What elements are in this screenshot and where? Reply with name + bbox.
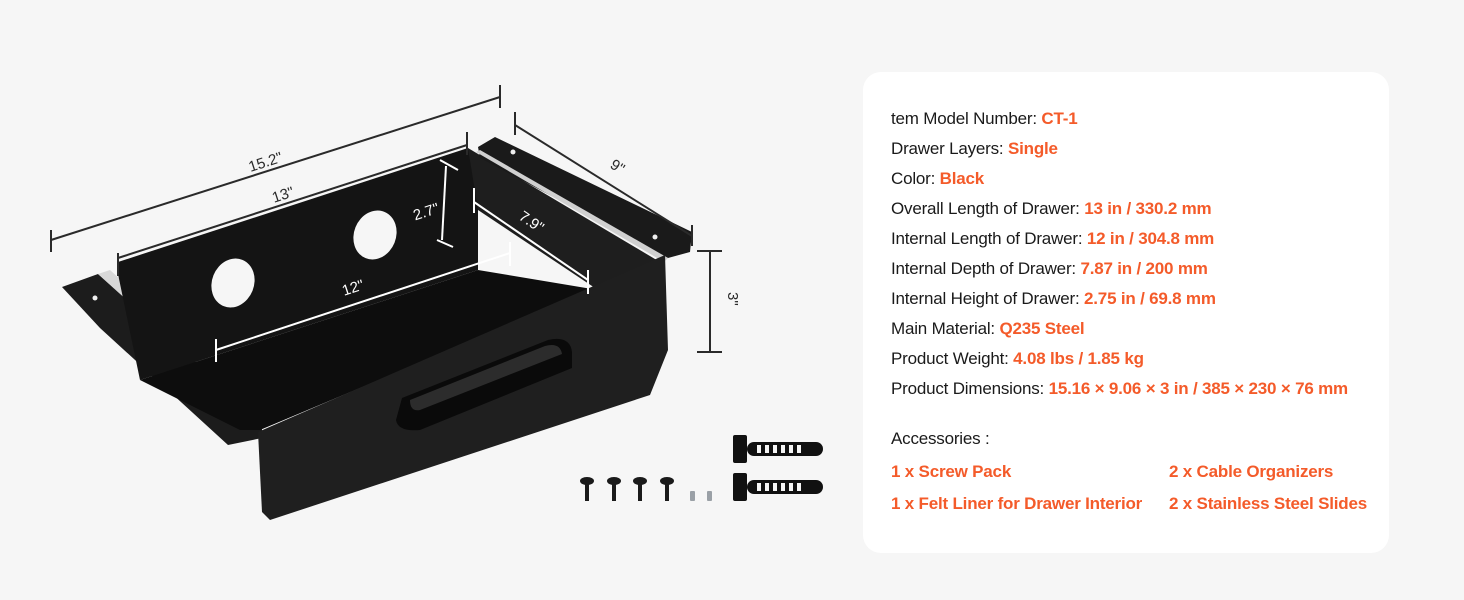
dimension-lines-light <box>215 159 589 362</box>
screw-icon <box>660 477 674 501</box>
screw-icon <box>607 477 621 501</box>
spec-card: tem Model Number: CT-1 Drawer Layers: Si… <box>863 72 1389 553</box>
spec-list: tem Model Number: CT-1 Drawer Layers: Si… <box>891 107 1348 407</box>
spec-label: Overall Length of Drawer: <box>891 199 1085 218</box>
spec-row-material: Main Material: Q235 Steel <box>891 317 1348 347</box>
dim-width: 9" <box>607 156 628 178</box>
cable-organizers <box>733 435 823 501</box>
screw-icon <box>580 477 594 501</box>
felt-liner <box>140 262 660 430</box>
product-illustration: 15.2" 13" 9" 2.7" 7.9" 12" 3" <box>50 85 823 520</box>
spec-value: CT-1 <box>1041 109 1078 128</box>
accessory-item: 1 x Screw Pack <box>891 462 1012 481</box>
spec-row-color: Color: Black <box>891 167 1348 197</box>
spec-row-layers: Drawer Layers: Single <box>891 137 1348 167</box>
spec-row-overall-length: Overall Length of Drawer: 13 in / 330.2 … <box>891 197 1348 227</box>
spec-value: Single <box>1007 139 1058 158</box>
spec-label: Internal Depth of Drawer: <box>891 259 1081 278</box>
spec-row-dimensions: Product Dimensions: 15.16 × 9.06 × 3 in … <box>891 377 1348 407</box>
right-bracket <box>476 137 692 262</box>
accessory-item: 2 x Stainless Steel Slides <box>1169 494 1367 513</box>
pin-icon <box>690 491 695 501</box>
spec-row-internal-length: Internal Length of Drawer: 12 in / 304.8… <box>891 227 1348 257</box>
spec-label: Internal Height of Drawer: <box>891 289 1085 308</box>
cable-organizer-icon <box>733 473 823 501</box>
spec-value: Q235 Steel <box>999 319 1085 338</box>
spec-value: 2.75 in / 69.8 mm <box>1084 289 1216 308</box>
dim-inner-length: 12" <box>340 277 366 300</box>
cable-hole-right <box>353 210 397 260</box>
spec-value: 13 in / 330.2 mm <box>1084 199 1212 218</box>
spec-label: Drawer Layers: <box>891 139 1008 158</box>
cable-organizer-icon <box>733 435 823 463</box>
dimension-lines-dark <box>50 85 722 353</box>
accessory-item: 1 x Felt Liner for Drawer Interior <box>891 494 1143 513</box>
accessories-title: Accessories : <box>891 429 990 448</box>
drawer-back-wall <box>118 148 478 380</box>
small-pins <box>690 491 712 501</box>
cable-hole-left <box>211 258 255 308</box>
drawer-right-wall <box>468 148 660 300</box>
accessories-list: 1 x Screw Pack 2 x Cable Organizers 1 x … <box>891 460 1371 516</box>
accessory-item: 2 x Cable Organizers <box>1169 462 1334 481</box>
spec-row-internal-height: Internal Height of Drawer: 2.75 in / 69.… <box>891 287 1348 317</box>
spec-row-model: tem Model Number: CT-1 <box>891 107 1348 137</box>
spec-label: Color: <box>891 169 940 188</box>
spec-label: Product Dimensions: <box>891 379 1049 398</box>
spec-label: tem Model Number: <box>891 109 1042 128</box>
drawer-handle <box>396 338 572 431</box>
spec-label: Internal Length of Drawer: <box>891 229 1087 248</box>
spec-value: Black <box>939 169 985 188</box>
spec-row-internal-depth: Internal Depth of Drawer: 7.87 in / 200 … <box>891 257 1348 287</box>
spec-value: 4.08 lbs / 1.85 kg <box>1013 349 1144 368</box>
spec-label: Main Material: <box>891 319 1000 338</box>
spec-value: 12 in / 304.8 mm <box>1086 229 1215 248</box>
screw-pack <box>580 477 674 501</box>
spec-label: Product Weight: <box>891 349 1014 368</box>
dim-height: 3" <box>724 292 741 306</box>
spec-row-weight: Product Weight: 4.08 lbs / 1.85 kg <box>891 347 1348 377</box>
pin-icon <box>707 491 712 501</box>
spec-value: 15.16 × 9.06 × 3 in / 385 × 230 × 76 mm <box>1048 379 1349 398</box>
dim-outer-length: 13" <box>270 184 296 207</box>
spec-value: 7.87 in / 200 mm <box>1080 259 1208 278</box>
drawer-diagram: 15.2" 13" 9" 2.7" 7.9" 12" 3" <box>50 85 823 520</box>
screw-icon <box>633 477 647 501</box>
